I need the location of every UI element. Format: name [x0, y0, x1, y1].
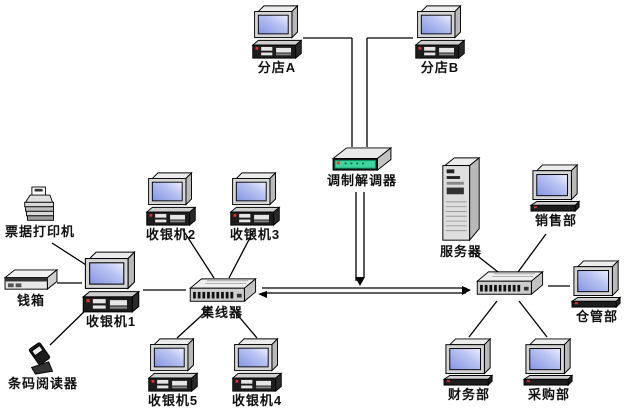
desktop-computer-icon [442, 337, 496, 387]
hub-icon [186, 277, 258, 305]
node-branch-b: 分店B [407, 4, 473, 76]
node-hub: 集线器 [183, 277, 261, 321]
node-label: 收银机2 [145, 227, 197, 242]
desktop-computer-icon [570, 259, 624, 309]
node-label: 分店B [420, 60, 460, 75]
node-cash-register-1: 收银机1 [74, 250, 148, 330]
node-barcode-reader: 条码阅读器 [0, 340, 86, 392]
node-label: 采购部 [527, 387, 570, 402]
node-label: 收银机3 [229, 227, 281, 242]
node-cash-register-3: 收银机3 [222, 171, 288, 243]
node-branch-a: 分店A [244, 4, 310, 76]
desktop-computer-icon [227, 171, 283, 227]
node-label: 条码阅读器 [7, 376, 78, 391]
arrowhead-down-icon [355, 277, 365, 286]
node-cash-register-5: 收银机5 [138, 337, 208, 409]
server-tower-icon [439, 156, 483, 244]
node-label: 收银机4 [231, 393, 283, 408]
barcode-scanner-icon [24, 340, 62, 376]
node-server: 服务器 [428, 156, 494, 260]
node-warehouse-dept: 仓管部 [565, 259, 628, 325]
node-label: 钱箱 [16, 293, 45, 308]
node-finance-dept: 财务部 [434, 337, 504, 403]
wire-sales-hub2 [517, 233, 547, 273]
desktop-computer-icon [79, 250, 143, 314]
desktop-computer-icon [529, 163, 583, 213]
desktop-computer-icon [229, 337, 285, 393]
wire-finance-hub2 [468, 300, 498, 338]
node-modem: 调制解调器 [318, 146, 406, 189]
node-label: 分店A [257, 60, 297, 75]
desktop-computer-icon [143, 171, 199, 227]
node-label: 服务器 [439, 244, 482, 259]
node-cash-register-2: 收银机2 [138, 171, 204, 243]
node-label: 收银机5 [147, 393, 199, 408]
modem-icon [331, 146, 393, 173]
node-cash-register-4: 收银机4 [222, 337, 292, 409]
node-label: 集线器 [200, 305, 243, 320]
desktop-computer-icon [412, 4, 468, 60]
node-sales-dept: 销售部 [522, 163, 590, 229]
node-label: 调制解调器 [326, 173, 397, 188]
hub-icon [473, 270, 545, 298]
node-label: 票据打印机 [4, 224, 75, 239]
desktop-computer-icon [249, 4, 305, 60]
node-label: 财务部 [447, 387, 490, 402]
wire-purchasing-hub2 [518, 300, 548, 338]
node-label: 仓管部 [575, 309, 618, 324]
desktop-computer-icon [145, 337, 201, 393]
node-label: 销售部 [534, 213, 577, 228]
node-purchasing-dept: 采购部 [514, 337, 584, 403]
node-printer: 票据打印机 [0, 186, 80, 240]
node-hub-2 [470, 270, 548, 298]
cash-drawer-icon [3, 268, 59, 293]
node-label: 收银机1 [85, 314, 137, 329]
desktop-computer-icon [522, 337, 576, 387]
receipt-printer-icon [22, 186, 58, 224]
node-cash-drawer: 钱箱 [0, 268, 62, 309]
